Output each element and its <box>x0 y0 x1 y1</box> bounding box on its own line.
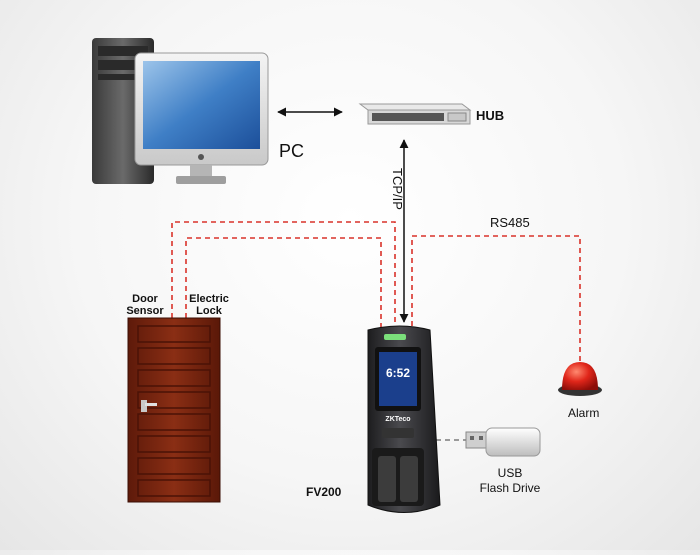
door-sensor-line2: Sensor <box>126 305 164 317</box>
device-screen-time: 6:52 <box>386 366 410 380</box>
wiring <box>171 221 581 362</box>
electric-lock-label: Electric Lock <box>186 293 232 317</box>
rs485-label: RS485 <box>490 215 530 230</box>
door-sensor-label: Door Sensor <box>123 293 167 317</box>
tcp-ip-label: TCP/IP <box>390 168 405 210</box>
electric-lock-line2: Lock <box>196 305 222 317</box>
usb-line1: USB <box>497 466 523 480</box>
electric-lock-line1: Electric <box>189 293 229 305</box>
usb-label: USB Flash Drive <box>470 466 550 496</box>
device-brand: ZKTeco <box>385 416 410 423</box>
door-icon <box>127 317 221 503</box>
alarm-label: Alarm <box>568 406 600 420</box>
door-sensor-line1: Door <box>132 293 158 305</box>
fv200-device-icon: 6:52 ZKTeco <box>367 325 441 513</box>
usb-line2: Flash Drive <box>479 481 541 495</box>
usb-flash-drive-icon <box>465 427 541 457</box>
electric-lock-wire <box>185 237 382 335</box>
alarm-icon <box>558 362 602 396</box>
rs485-wire <box>411 235 581 362</box>
hub-icon <box>358 103 472 125</box>
device-model-label: FV200 <box>306 485 342 499</box>
pc-label: PC <box>279 141 305 161</box>
hub-label: HUB <box>476 108 505 123</box>
door-sensor-wire <box>171 221 396 335</box>
pc-icon <box>92 38 269 184</box>
